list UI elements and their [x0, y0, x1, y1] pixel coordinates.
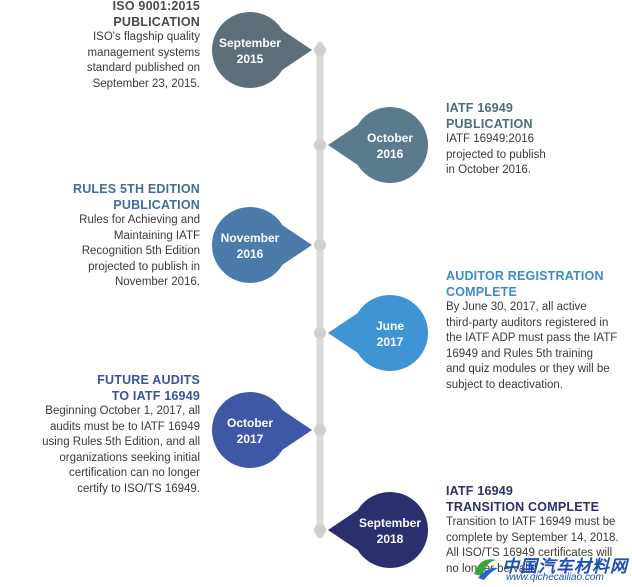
marker-year: 2015: [237, 52, 264, 66]
event-description-line: September 23, 2015.: [92, 77, 200, 90]
event-description-line: By June 30, 2017, all active: [446, 301, 587, 313]
marker-year: 2016: [377, 147, 404, 161]
event-title-line: AUDITOR REGISTRATION: [446, 269, 604, 283]
watermark-logo-icon: [474, 559, 498, 580]
date-marker: [211, 11, 312, 89]
marker-month: September: [359, 516, 421, 530]
date-marker: [212, 392, 312, 469]
event-title-line: IATF 16949: [446, 101, 514, 115]
event-description-line: certification can no longer: [68, 467, 200, 479]
date-marker: [212, 207, 312, 284]
event-description: Transition to IATF 16949 must be complete…: [446, 515, 619, 577]
event-title-line: PUBLICATION: [446, 117, 533, 131]
event-title: FUTURE AUDITS TO IATF 16949: [42, 372, 200, 404]
date-marker: [328, 492, 428, 568]
timeline-node: [314, 44, 326, 56]
event-description-line: November 2016.: [114, 276, 200, 288]
event-description-line: projected to publish in: [88, 260, 200, 273]
marker-month: October: [367, 131, 413, 145]
event-description-line: projected to publish: [446, 148, 546, 161]
event-description: By June 30, 2017, all active third-party …: [446, 300, 617, 393]
event-title-line: COMPLETE: [446, 285, 518, 299]
event-title-line: PUBLICATION: [113, 15, 200, 29]
event-description-line: subject to deactivation.: [446, 378, 563, 391]
event-description-line: the IATF ADP must pass the IATF: [446, 332, 618, 344]
event-title-line: TO IATF 16949: [111, 389, 200, 403]
event-title-line: TRANSITION COMPLETE: [446, 500, 600, 514]
event-title-line: IATF 16949: [446, 484, 514, 498]
event-description-line: Maintaining IATF: [113, 229, 200, 242]
watermark-text: 中国汽车材料网: [502, 557, 628, 576]
event-description-line: All ISO/TS 16949 certificates will: [446, 547, 613, 559]
event-title: AUDITOR REGISTRATION COMPLETE: [446, 268, 617, 300]
date-marker: [328, 295, 428, 372]
event-description-line: complete by September 14, 2018.: [446, 531, 619, 544]
marker-month: October: [227, 416, 273, 430]
timeline-node: [314, 327, 326, 339]
event-description-line: Beginning October 1, 2017, all: [45, 405, 200, 417]
timeline-node: [314, 239, 326, 251]
event-description-line: third-party auditors registered in: [446, 316, 609, 329]
event-title-line: ISO 9001:2015: [112, 0, 200, 13]
event-description-line: standard published on: [86, 62, 200, 74]
event-description-line: audits must be to IATF 16949: [49, 420, 200, 433]
event-description: IATF 16949:2016 projected to publish in Oc…: [446, 132, 546, 179]
event-title-line: FUTURE AUDITS: [97, 373, 200, 387]
event-description-line: Recognition 5th Edition: [81, 245, 200, 257]
marker-year: 2017: [237, 432, 264, 446]
event-description: ISO's flagship quality management systems…: [87, 30, 200, 92]
watermark-url: www.qichecailiao.com: [506, 572, 604, 583]
event-description-line: in October 2016.: [446, 164, 532, 176]
event-description-line: using Rules 5th Edition, and all: [42, 436, 200, 448]
event-description-line: and quiz modules or they will be: [446, 363, 610, 375]
marker-month: September: [219, 36, 281, 50]
marker-month: November: [221, 231, 280, 245]
marker-month: June: [376, 319, 404, 333]
timeline-node: [314, 524, 326, 536]
marker-year: 2016: [237, 247, 264, 261]
marker-year: 2018: [377, 532, 404, 546]
watermark: 中国汽车材料网 www.qichecailiao.com: [470, 550, 630, 586]
event-description-line: certify to ISO/TS 16949.: [77, 482, 200, 495]
event-title: RULES 5TH EDITION PUBLICATION: [73, 181, 200, 213]
event-title-line: RULES 5TH EDITION: [72, 182, 200, 196]
event-description: Beginning October 1, 2017, all audits mus…: [42, 404, 200, 497]
event-description-line: IATF 16949:2016: [446, 133, 535, 145]
event-description-line: organizations seeking initial: [59, 451, 200, 464]
event-description-line: 16949 and Rules 5th training: [446, 347, 594, 360]
timeline-node: [314, 424, 326, 436]
event-description-line: management systems: [87, 46, 201, 59]
event-description-line: Transition to IATF 16949 must be: [446, 516, 616, 528]
event-title-line: PUBLICATION: [113, 198, 200, 212]
date-marker: [328, 107, 428, 183]
timeline-node: [314, 139, 326, 151]
event-description-line: Rules for Achieving and: [79, 214, 200, 226]
event-description-line: ISO's flagship quality: [92, 31, 200, 43]
marker-year: 2017: [377, 335, 404, 349]
